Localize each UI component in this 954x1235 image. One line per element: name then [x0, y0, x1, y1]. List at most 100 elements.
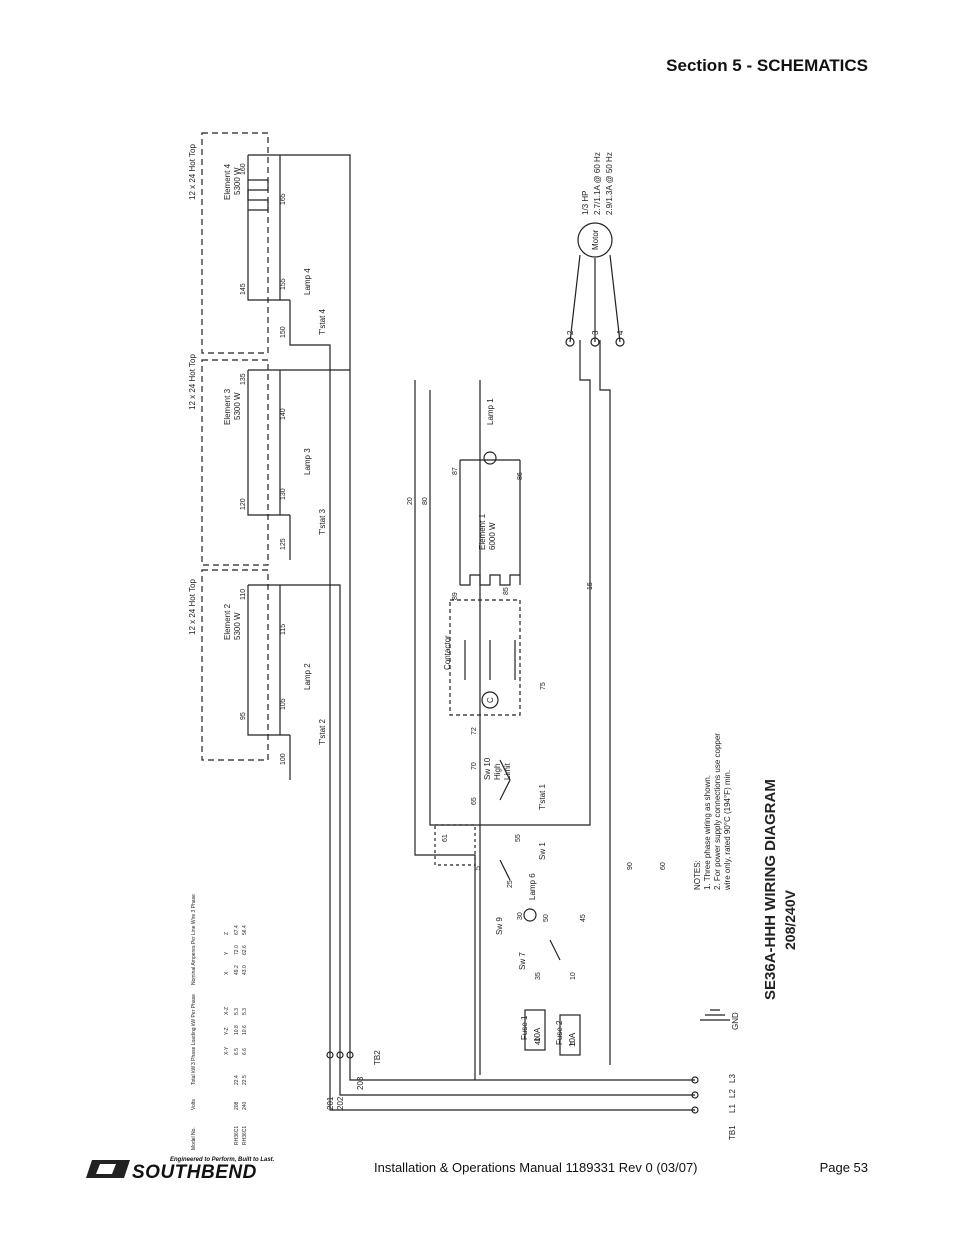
sw10-high: High [493, 764, 502, 780]
tb1-l3: L3 [728, 1074, 737, 1083]
lamp-3-label: Lamp 3 [303, 448, 312, 475]
table-sub-z: Z [224, 932, 230, 935]
table-h-amps: Nominal Amperes Per Line Wire 3 Phase [191, 894, 197, 985]
wire-40: 40 [535, 1037, 542, 1045]
motor-spec-60: 2.7/1.1A @ 60 Hz [593, 152, 602, 215]
fuse-1-rating: 10A [533, 1027, 542, 1042]
diagram-title: SE36A-HHH WIRING DIAGRAM [762, 779, 779, 1000]
lamp-1-label: Lamp 1 [486, 398, 495, 425]
motor-terminal-4: 4 [616, 330, 625, 335]
table-h-model: Model No. [191, 1127, 197, 1150]
wire-50: 50 [543, 914, 550, 922]
manual-reference: Installation & Operations Manual 1189331… [374, 1160, 698, 1175]
table-h-total: Total kW [191, 1066, 197, 1085]
table-cell: 62.6 [242, 945, 248, 955]
wire-145: 145 [240, 283, 247, 295]
table-sub-y: Y [224, 951, 230, 955]
gnd-label: GND [731, 1012, 740, 1030]
wire-110: 110 [240, 589, 247, 600]
table-cell: 10.6 [242, 1025, 248, 1035]
motor-hp: 1/3 HP [581, 191, 590, 215]
sw9-label: Sw 9 [495, 917, 504, 935]
wire-100: 100 [280, 753, 287, 765]
wire-155: 155 [280, 278, 287, 290]
table-cell: 5.3 [234, 1008, 240, 1015]
wire-89: 89 [452, 592, 459, 600]
diagram-voltage: 208/240V [782, 889, 798, 950]
element-3-watts: 5300 W [233, 392, 242, 420]
element-4-watts: 5300 W [233, 167, 242, 195]
sw1-label: Sw 1 [538, 842, 547, 860]
table-cell: 67.4 [234, 925, 240, 935]
table-cell: 43.0 [242, 965, 248, 975]
contactor-label: Contactor [443, 635, 452, 670]
table-cell: 22.4 [234, 1075, 240, 1085]
hot-top-4-label: 12 x 24 Hot Top [188, 144, 197, 200]
sw10-label: Sw 10 [483, 757, 492, 780]
table-h-volts: Volts [191, 1099, 197, 1110]
wire-85: 85 [503, 587, 510, 595]
tstat-4-label: T'stat 4 [318, 308, 327, 335]
table-cell: 49.2 [234, 965, 240, 975]
wire-70: 70 [471, 762, 478, 770]
wire-95: 95 [240, 712, 247, 720]
wire-86: 86 [517, 472, 524, 480]
wire-72: 72 [471, 727, 478, 735]
table-cell: 5.3 [242, 1008, 248, 1015]
wire-125: 125 [280, 538, 287, 550]
notes-line-1: 1. Three phase wiring as shown. [703, 775, 712, 890]
hot-top-2-box [201, 569, 269, 761]
notes-line-2: 2. For power supply connections use copp… [713, 733, 722, 890]
fuse-2-rating: 10A [568, 1032, 577, 1047]
tb1-label: TB1 [728, 1125, 737, 1140]
wire-90: 90 [627, 862, 634, 870]
wire-5b: 5 [570, 1041, 577, 1045]
motor-spec-50: 2.9/1.3A @ 50 Hz [605, 152, 614, 215]
wire-115: 115 [280, 624, 287, 635]
wire-120: 120 [240, 498, 247, 510]
wire-30: 30 [517, 912, 524, 920]
table-sub-xy: X-Y [224, 1046, 230, 1055]
wire-80: 80 [422, 497, 429, 505]
motor-terminal-3: 3 [591, 330, 600, 335]
notes-line-3: wire only, rated 90°C (194°F) min. [723, 770, 732, 891]
table-cell: 240 [242, 1101, 248, 1110]
southbend-logo [86, 1160, 130, 1178]
table-sub-xz: X-Z [224, 1007, 230, 1015]
table-sub-x: X [224, 971, 230, 975]
table-cell: RH36C1 [234, 1126, 240, 1145]
hot-top-4-box [201, 132, 269, 354]
page-number: Page 53 [819, 1160, 868, 1175]
table-cell: 22.5 [242, 1075, 248, 1085]
notes-title: NOTES: [693, 860, 702, 890]
lamp-2-label: Lamp 2 [303, 663, 312, 690]
tstat-2-label: T'stat 2 [318, 718, 327, 745]
element-3-name: Element 3 [223, 388, 232, 425]
wire-55: 55 [515, 834, 522, 842]
sw7-label: Sw 7 [518, 952, 527, 970]
tb2-203: 203 [356, 1076, 365, 1090]
hot-top-2-label: 12 x 24 Hot Top [188, 579, 197, 635]
wire-150: 150 [280, 326, 287, 338]
fuse-1-label: Fuse 1 [520, 1015, 529, 1040]
table-cell: 72.0 [234, 945, 240, 955]
element-1-name: Element 1 [478, 513, 487, 550]
table-cell: RH36C1 [242, 1126, 248, 1145]
table-h-loading: 3 Phase Loading kW Per Phase [191, 994, 197, 1065]
wire-5a: 5 [475, 866, 482, 870]
tstat-1-label: T'stat 1 [538, 783, 547, 810]
table-cell: 6.6 [242, 1048, 248, 1055]
wire-35: 35 [535, 972, 542, 980]
tb1-l1: L1 [728, 1104, 737, 1113]
motor-terminal-2: 2 [566, 330, 575, 335]
wire-135: 135 [240, 373, 247, 385]
element-4-name: Element 4 [223, 163, 232, 200]
lamp6-label: Lamp 6 [528, 873, 537, 900]
wire-10: 10 [570, 972, 577, 980]
tb2-label: TB2 [373, 1050, 382, 1065]
element-1-watts: 6000 W [488, 522, 497, 550]
table-cell: 10.8 [234, 1025, 240, 1035]
table-sub-yz: Y-Z [224, 1027, 230, 1035]
wire-65: 65 [471, 797, 478, 805]
motor-label: Motor [591, 229, 600, 250]
